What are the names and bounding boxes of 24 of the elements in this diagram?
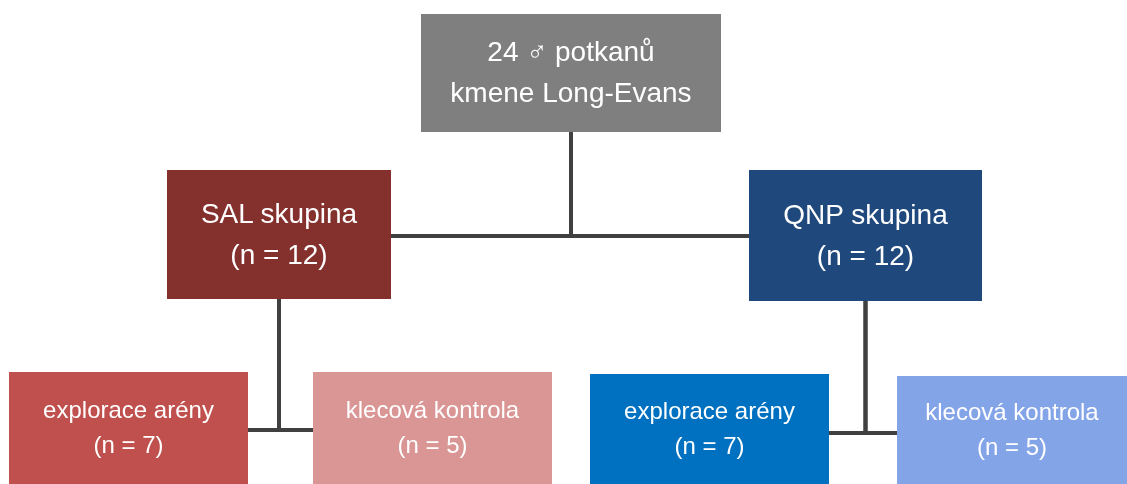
group-name: SAL skupina xyxy=(200,196,358,231)
group-box xyxy=(9,372,248,484)
group-size: (n = 5) xyxy=(977,432,1047,462)
group-size: (n = 12) xyxy=(230,237,328,272)
group-name: QNP skupina xyxy=(783,197,948,232)
group-size: (n = 5) xyxy=(397,430,468,460)
connector-line xyxy=(277,299,313,432)
group-size: (n = 12) xyxy=(816,238,915,273)
group-box xyxy=(167,170,391,299)
group-name: klecová kontrola xyxy=(345,395,520,426)
group-name: explorace arény xyxy=(624,396,795,427)
group-name: 24 ♂ potkanů xyxy=(487,35,655,70)
group-name: explorace arény xyxy=(43,395,214,426)
connector-line xyxy=(569,132,749,238)
group-box xyxy=(590,374,829,484)
connector-line xyxy=(863,301,897,435)
group-box xyxy=(313,372,552,484)
group-box xyxy=(421,14,721,132)
group-size: (n = 7) xyxy=(93,430,164,460)
group-size: kmene Long-Evans xyxy=(450,76,692,110)
group-size: (n = 7) xyxy=(674,431,745,461)
group-box xyxy=(749,170,982,301)
group-name: klecová kontrola xyxy=(925,397,1099,428)
group-box xyxy=(897,376,1127,484)
